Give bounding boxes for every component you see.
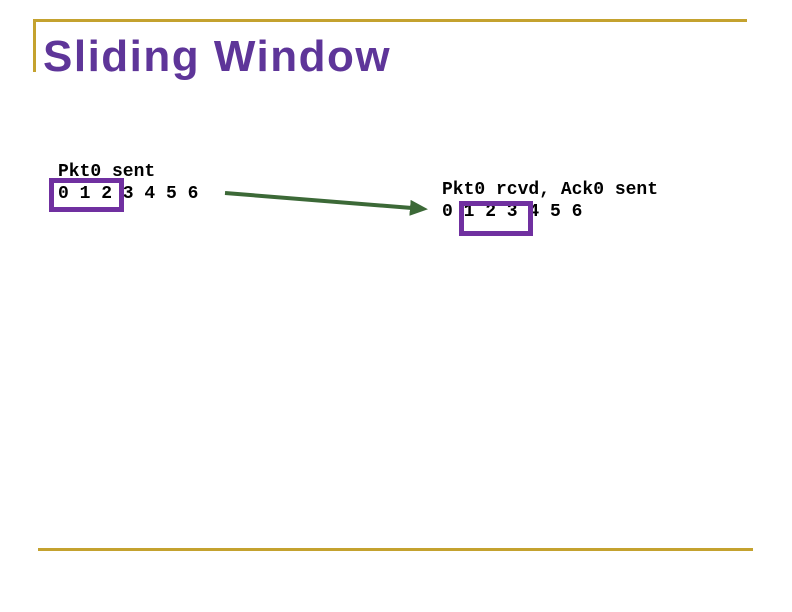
left-border-line — [33, 19, 36, 72]
receiver-label: Pkt0 rcvd, Ack0 sent — [442, 180, 659, 200]
receiver-window-box — [459, 201, 533, 236]
sender-label: Pkt0 sent — [58, 162, 156, 182]
sender-sequence: 0 1 2 3 4 5 6 — [58, 184, 199, 204]
sender-window-box — [49, 178, 124, 212]
slide-title: Sliding Window — [43, 32, 392, 81]
receiver-sequence: 0 1 2 3 4 5 6 — [442, 202, 583, 222]
top-border-line — [33, 19, 747, 22]
bottom-border-line — [38, 548, 753, 551]
